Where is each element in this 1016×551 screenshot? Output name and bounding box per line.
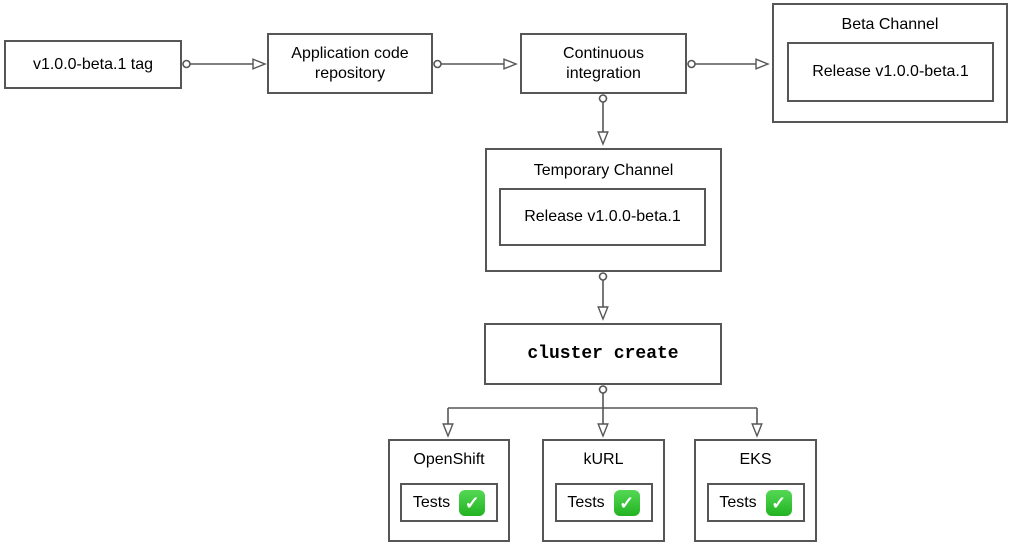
kurl-tests-label: Tests xyxy=(567,493,605,511)
edge-cluster-create-to-platforms xyxy=(442,385,763,438)
node-kurl: kURL Tests ✓ xyxy=(542,439,665,542)
version-tag-label: v1.0.0-beta.1 tag xyxy=(32,55,154,73)
continuous-integration-label: Continuous integration xyxy=(563,44,644,82)
eks-title: EKS xyxy=(739,451,772,468)
beta-channel-release-box: Release v1.0.0-beta.1 xyxy=(787,42,994,102)
openshift-title: OpenShift xyxy=(413,451,485,468)
edge-temporary-channel-to-cluster-create xyxy=(597,272,609,321)
node-app-code-repository: Application code repository xyxy=(267,33,433,94)
openshift-tests-box: Tests ✓ xyxy=(400,483,498,522)
temporary-channel-release-label: Release v1.0.0-beta.1 xyxy=(524,208,681,225)
edge-repo-to-ci xyxy=(433,58,518,70)
node-openshift: OpenShift Tests ✓ xyxy=(388,439,510,542)
eks-tests-box: Tests ✓ xyxy=(706,483,805,522)
check-mark-icon: ✓ xyxy=(765,489,792,516)
edge-ci-to-beta-channel xyxy=(687,58,770,70)
cluster-create-label: cluster create xyxy=(527,343,679,364)
check-mark-glyph: ✓ xyxy=(464,492,480,513)
node-temporary-channel: Temporary Channel Release v1.0.0-beta.1 xyxy=(485,148,722,272)
edge-tag-to-repo xyxy=(182,58,267,70)
check-mark-icon: ✓ xyxy=(459,489,486,516)
temporary-channel-release-box: Release v1.0.0-beta.1 xyxy=(499,188,706,246)
node-beta-channel: Beta Channel Release v1.0.0-beta.1 xyxy=(772,3,1008,123)
eks-tests-label: Tests xyxy=(719,493,757,511)
node-eks: EKS Tests ✓ xyxy=(694,439,817,542)
node-version-tag: v1.0.0-beta.1 tag xyxy=(4,40,182,89)
kurl-tests-box: Tests ✓ xyxy=(554,483,653,522)
kurl-title: kURL xyxy=(583,451,624,468)
check-mark-icon: ✓ xyxy=(613,489,640,516)
beta-channel-title: Beta Channel xyxy=(841,16,939,33)
check-mark-glyph: ✓ xyxy=(771,492,787,513)
node-continuous-integration: Continuous integration xyxy=(520,33,687,94)
openshift-tests-label: Tests xyxy=(412,493,451,511)
beta-channel-release-label: Release v1.0.0-beta.1 xyxy=(812,63,969,80)
temporary-channel-title: Temporary Channel xyxy=(533,162,674,179)
app-code-repository-label: Application code repository xyxy=(291,44,409,82)
node-cluster-create: cluster create xyxy=(484,323,722,385)
edge-ci-to-temporary-channel xyxy=(597,94,609,146)
check-mark-glyph: ✓ xyxy=(619,492,635,513)
